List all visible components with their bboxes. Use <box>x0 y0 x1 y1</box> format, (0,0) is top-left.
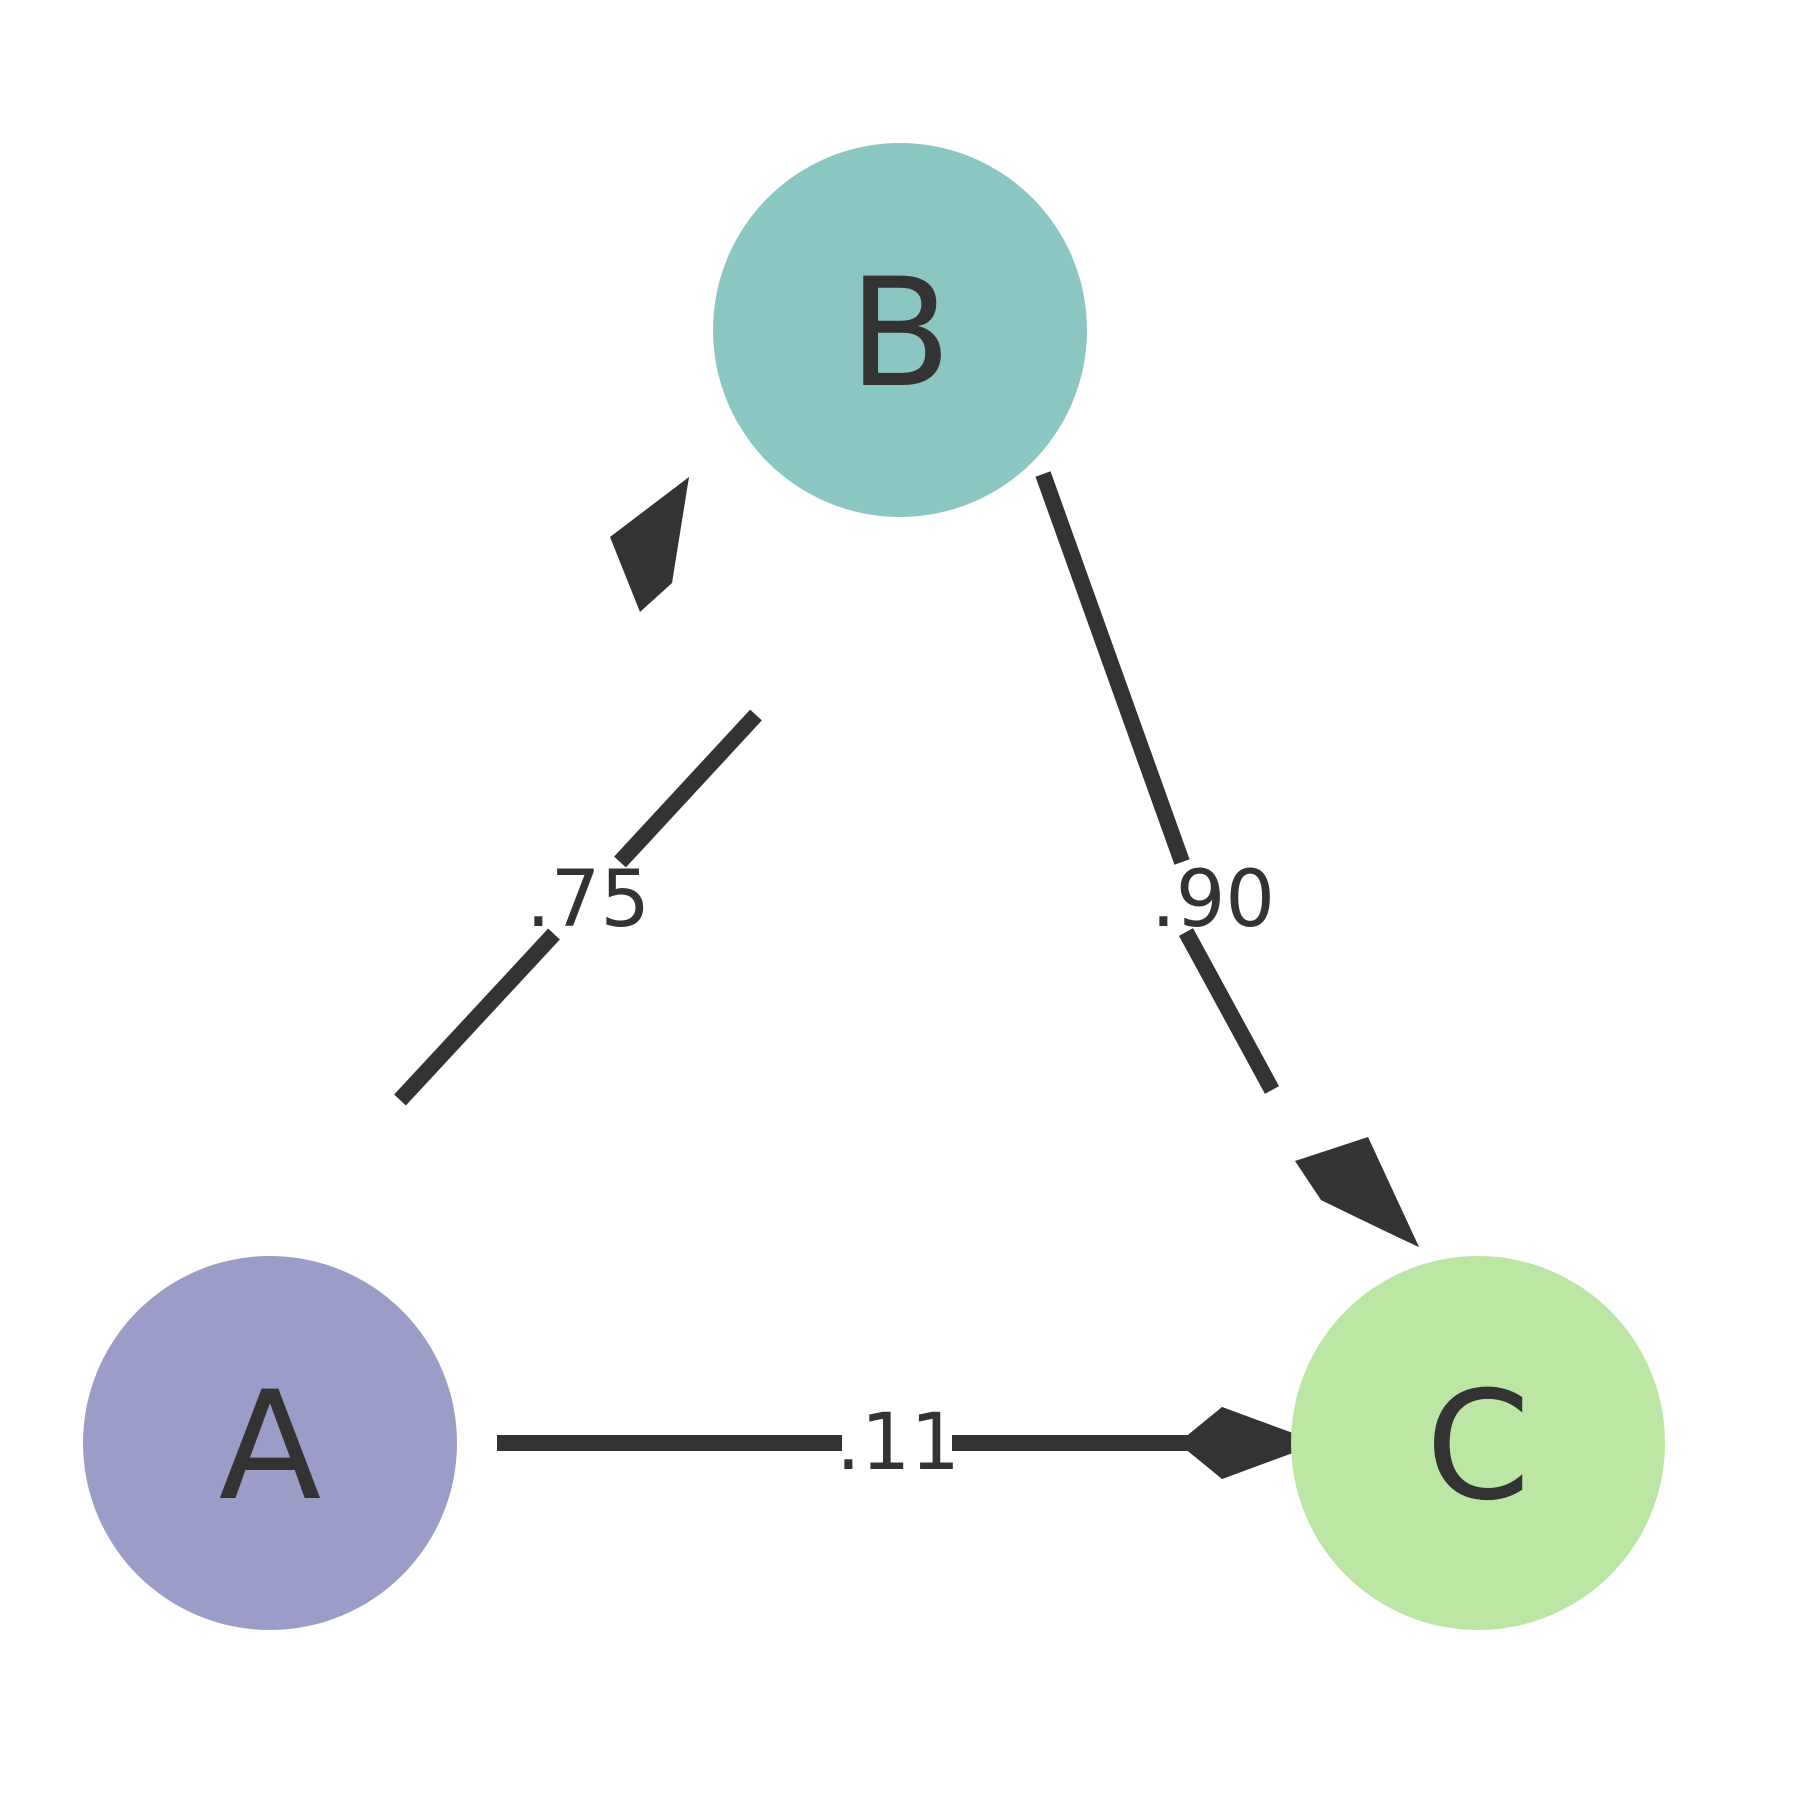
edge-a-to-b[interactable] <box>394 477 762 1106</box>
edge-b-to-c-shaft-lower <box>1178 928 1280 1094</box>
node-a-label: A <box>219 1360 322 1534</box>
node-c-circle[interactable] <box>1291 1256 1665 1630</box>
edge-a-to-c[interactable] <box>497 1407 1320 1479</box>
edge-a-to-b-shaft-lower <box>394 928 560 1106</box>
node-b[interactable]: B <box>713 143 1087 517</box>
node-a[interactable]: A <box>83 1256 457 1630</box>
edge-a-to-b-arrowhead-body <box>610 477 689 612</box>
node-b-label: B <box>849 247 952 421</box>
edge-label-a-to-c: .11 <box>836 1398 960 1488</box>
node-c-label: C <box>1426 1360 1531 1534</box>
node-c[interactable]: C <box>1291 1256 1665 1630</box>
node-b-circle[interactable] <box>713 143 1087 517</box>
edge-b-to-c-shaft-upper <box>1035 471 1190 865</box>
node-a-circle[interactable] <box>83 1256 457 1630</box>
edge-b-to-c[interactable] <box>1035 471 1419 1247</box>
edge-b-to-c-arrowhead-body <box>1295 1137 1419 1247</box>
edge-a-to-b-shaft-upper <box>614 709 762 868</box>
edge-label-a-to-b: .75 <box>526 855 650 945</box>
edge-label-b-to-c: .90 <box>1151 855 1275 945</box>
edge-a-to-c-arrowhead-body <box>1178 1407 1320 1479</box>
